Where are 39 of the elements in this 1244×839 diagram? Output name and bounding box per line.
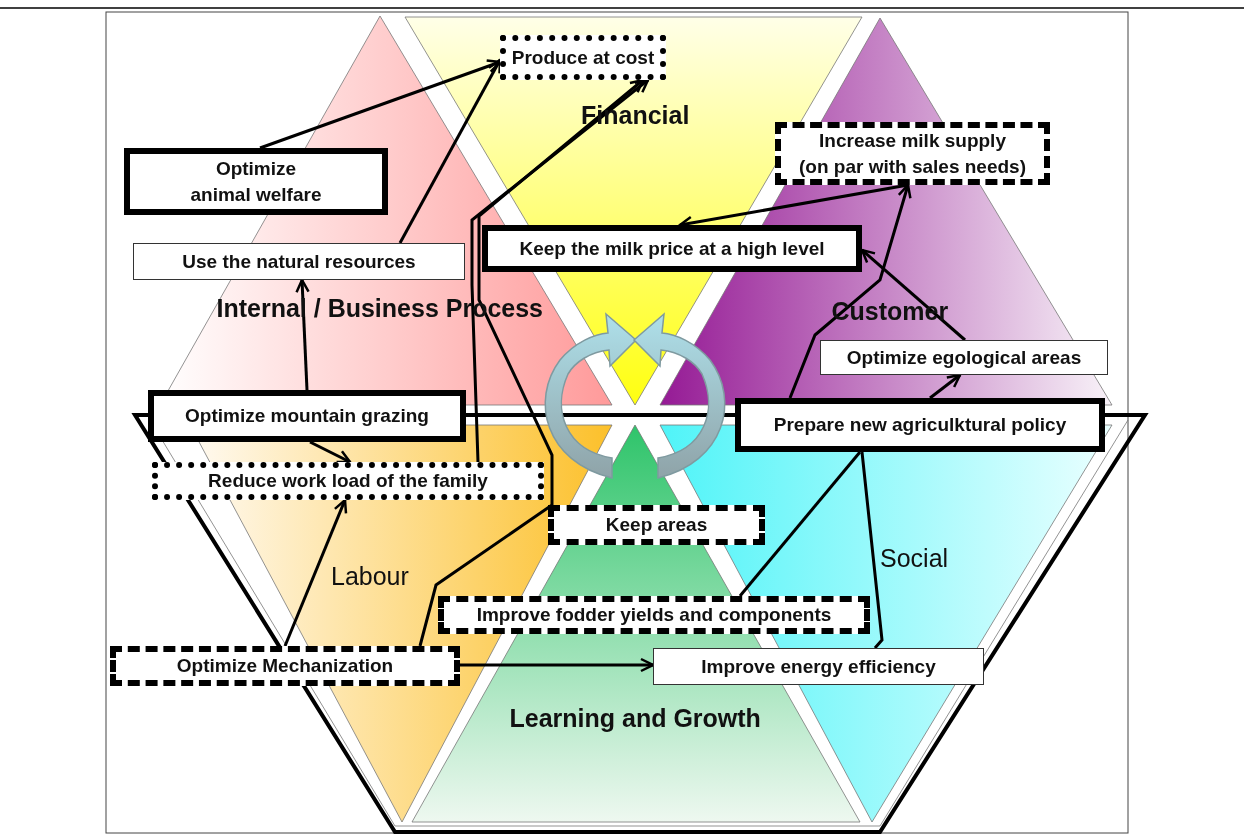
goal-text: Optimize egological areas [846,345,1082,370]
goal-box [124,148,388,215]
arrow [283,498,348,647]
arrow [398,58,502,244]
goal-box [148,390,466,442]
connector-line [738,451,862,597]
goal-text: Increase milk supply (on par with sales needs) [799,128,1026,179]
goal-box [482,225,862,272]
arrow [418,78,645,647]
goal-text: Improve fodder yields and components [476,603,832,628]
arrow [788,183,912,399]
perspective-label: Learning and Growth [509,703,761,733]
goal-text: Prepare new agriculktural policy [773,413,1067,438]
goal-text: Optimize Mechanization [176,654,394,679]
arrow [470,78,650,463]
goal-box [133,243,465,280]
goal-text: Optimize animal welfare [190,156,322,207]
goal-box [735,398,1105,452]
connector-line [860,451,884,649]
perspective-label: Labour [331,561,409,591]
goal-text: Keep areas [605,513,708,538]
goal-text: Keep the milk price at a high level [519,236,825,261]
goal-text: Optimize mountain grazing [185,404,429,429]
goal-box [548,505,765,545]
goal-box [152,462,544,500]
goal-text: Produce at cost [511,45,655,70]
goal-text: Improve energy efficiency [701,654,936,679]
perspective-label: Social [880,543,949,573]
goal-box [438,596,870,634]
goal-box [775,122,1050,185]
goal-text: Reduce work load of the family [208,469,488,494]
goal-box [820,340,1108,375]
arrow [460,657,655,673]
goal-box [653,648,984,685]
goal-box [110,646,460,686]
goal-text: Use the natural resources [182,249,416,274]
arrow [309,440,352,464]
arrow [929,373,962,400]
goal-box [500,35,666,80]
